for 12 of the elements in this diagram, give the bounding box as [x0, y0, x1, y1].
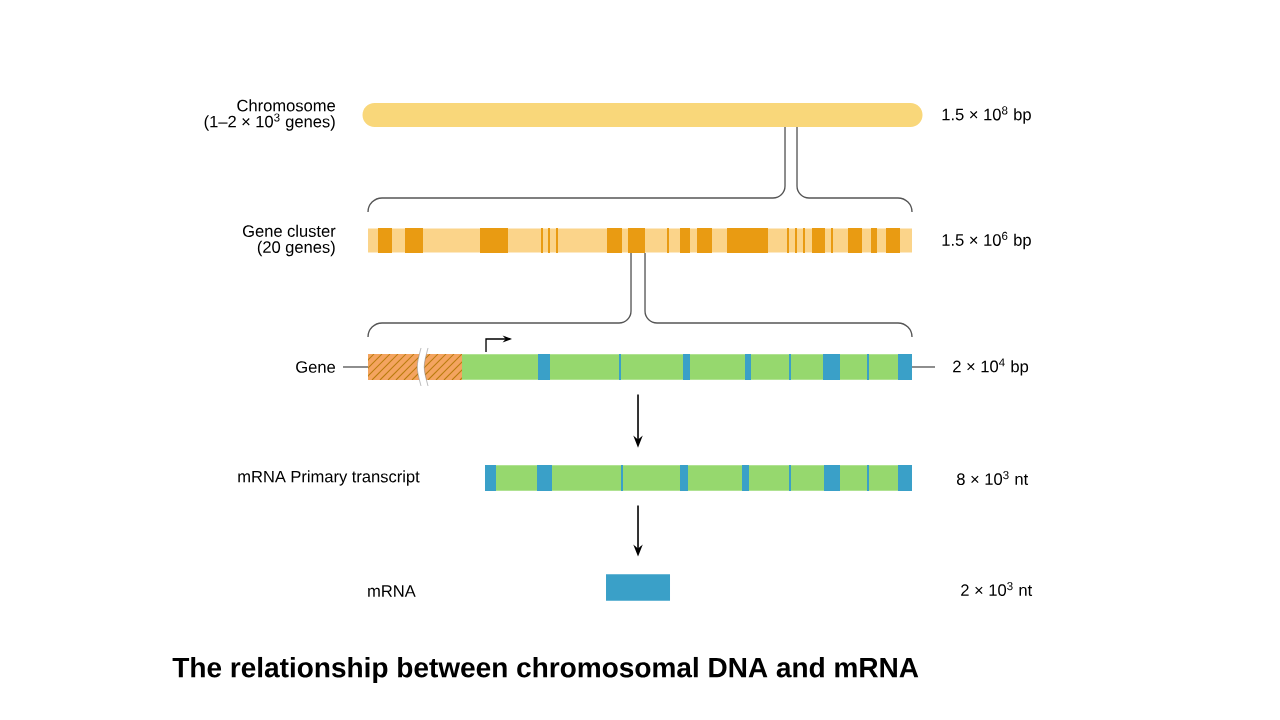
bar-label: Gene cluster (20 genes) — [243, 224, 336, 257]
size-label: 8 × 10$^{3}$ nt — [957, 471, 1029, 485]
bar-label: Gene — [296, 361, 335, 373]
caption: The relationship between chromosomal DNA and mRNA — [172, 656, 919, 684]
size-label: 1.5 × 10$^{8}$ bp — [942, 106, 1031, 124]
mrna-bar — [606, 574, 670, 601]
bar-label: Chromosome (1–2 × 10$^{3}$ genes) — [204, 99, 335, 131]
size-label: 2 × 10$^{4}$ bp — [953, 358, 1029, 376]
bar-label: mRNA — [368, 585, 416, 597]
bar-label: mRNA Primary transcript — [238, 470, 420, 486]
size-label: 2 × 10$^{3}$ nt — [961, 582, 1033, 596]
size-label: 1.5 × 10$^{6}$ bp — [942, 231, 1031, 250]
